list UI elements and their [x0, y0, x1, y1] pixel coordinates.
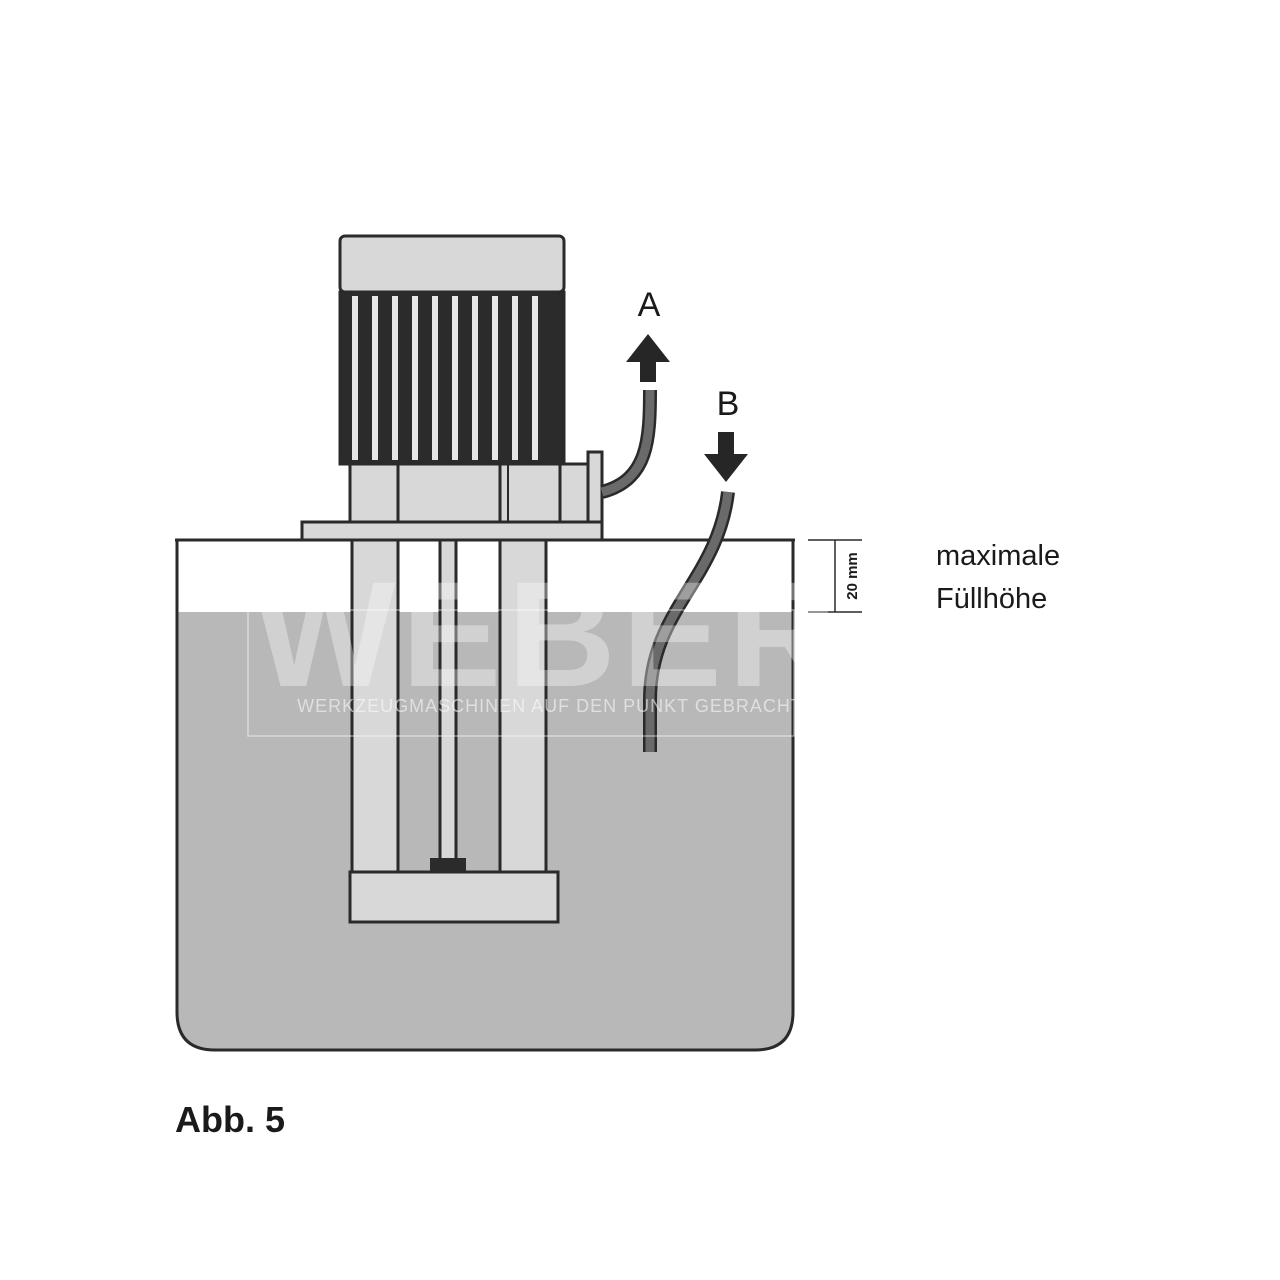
- column-left-tube: [350, 538, 400, 874]
- watermark-brand: WEBER: [254, 550, 842, 718]
- label-max-fill-line1: maximale: [936, 540, 1060, 572]
- watermark-tagline: WERKZEUGMASCHINEN AUF DEN PUNKT GEBRACHT: [297, 696, 803, 716]
- column-right-tube: [498, 538, 548, 874]
- mounting-plate: [300, 520, 604, 542]
- pump-foot: [348, 870, 560, 924]
- label-dimension-20mm: 20 mm: [844, 552, 861, 600]
- impeller: [430, 858, 466, 872]
- motor-cooling-fins: [352, 296, 538, 460]
- motor: [338, 234, 566, 466]
- label-max-fill-line2: Füllhöhe: [936, 583, 1047, 615]
- watermark-frame: [247, 609, 795, 737]
- tank-outline: [175, 540, 795, 1052]
- pump: [300, 234, 604, 924]
- arrow-down-icon: [704, 432, 748, 482]
- motor-cap: [338, 234, 566, 294]
- pump-housing: [348, 462, 562, 524]
- watermark: WEBER WERKZEUGMASCHINEN AUF DEN PUNKT GE…: [247, 550, 842, 737]
- immersion-column: [348, 538, 560, 924]
- label-outlet-a: A: [638, 286, 661, 324]
- arrow-up-icon: [626, 334, 670, 382]
- fill-height-dimension: [808, 539, 862, 613]
- coolant-liquid: [177, 612, 793, 1050]
- label-inlet-b: B: [717, 385, 740, 423]
- figure-caption: Abb. 5: [175, 1099, 285, 1140]
- outlet-connector: [558, 462, 592, 524]
